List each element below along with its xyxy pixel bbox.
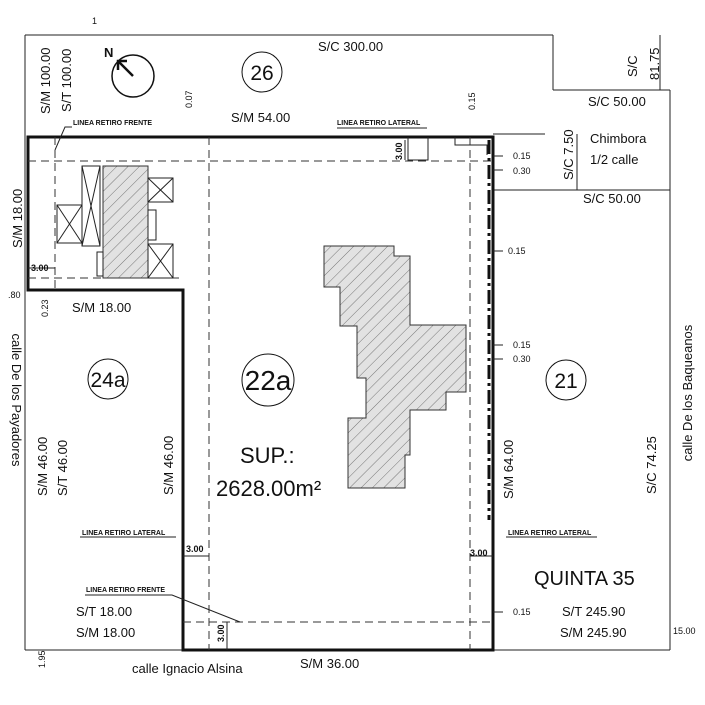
setback-lateral-left: LINEA RETIRO LATERAL	[82, 530, 166, 537]
dim-sm36: S/M 36.00	[300, 656, 359, 671]
lot-21-circle	[545, 359, 587, 401]
setback-dim-marks	[28, 140, 493, 650]
dim-sc50a: S/C 50.00	[588, 94, 646, 109]
dim-st46: S/T 46.00	[55, 440, 70, 496]
north-label: N	[104, 45, 113, 60]
north-circle	[111, 54, 155, 98]
dim-015-c: 0.15	[513, 340, 531, 350]
setback-lines	[28, 137, 493, 650]
dim-195: 1.95	[37, 650, 47, 668]
chimbora-line1: Chimbora	[590, 131, 647, 146]
setback-leaders	[54, 126, 597, 623]
street-alsina: calle Ignacio Alsina	[132, 661, 243, 676]
block-frame	[24, 34, 671, 651]
dim-sm46b: S/M 46.00	[161, 436, 176, 495]
dim-300-c: 3.00	[470, 548, 488, 558]
dim-sc74: S/C 74.25	[644, 436, 659, 494]
lot-26-label: 26	[250, 62, 273, 85]
lot-24a-circle	[87, 358, 129, 400]
dim-15: 15.00	[673, 626, 696, 636]
dim-st100: S/T 100.00	[59, 49, 74, 112]
right-ticks	[493, 155, 503, 613]
dim-st18: S/T 18.00	[76, 604, 132, 619]
setback-lateral-right: LINEA RETIRO LATERAL	[508, 530, 592, 537]
street-payadores: calle De los Payadores	[9, 334, 24, 467]
dim-sm100: S/M 100.00	[38, 48, 53, 115]
dim-sc50b: S/C 50.00	[583, 191, 641, 206]
lot-22a-label: 22a	[245, 365, 292, 396]
setback-frente-top: LINEA RETIRO FRENTE	[73, 120, 152, 127]
dim-sm18b: S/M 18.00	[76, 625, 135, 640]
chimbora-line2: 1/2 calle	[590, 152, 638, 167]
dim-sc81a: S/C	[625, 55, 640, 77]
dim-023: 0.23	[40, 299, 50, 317]
top-notches	[407, 137, 488, 161]
dim-300-a: 3.00	[31, 263, 49, 273]
quinta-label: QUINTA 35	[534, 568, 635, 590]
dim-015-d: 0.15	[513, 607, 531, 617]
dim-st245: S/T 245.90	[562, 604, 625, 619]
lot-22a-circle	[241, 353, 295, 407]
dim-030-b: 0.30	[513, 354, 531, 364]
dim-030-a: 0.30	[513, 166, 531, 176]
dim-sm46a: S/M 46.00	[35, 437, 50, 496]
lot-21-label: 21	[554, 370, 577, 393]
dim-80: .80	[8, 290, 21, 300]
dim-sc81b: 81.75	[647, 47, 662, 80]
dim-015-b: 0.15	[508, 246, 526, 256]
building-small	[102, 165, 149, 279]
dim-007: 0.07	[184, 90, 194, 108]
dim-sm54: S/M 54.00	[231, 110, 290, 125]
setback-frente-bottom: LINEA RETIRO FRENTE	[86, 587, 165, 594]
dim-sm245: S/M 245.90	[560, 625, 627, 640]
building-main	[323, 245, 467, 489]
dim-sm18h: S/M 18.00	[72, 300, 131, 315]
dim-300-e: 3.00	[216, 624, 226, 642]
dim-015-a: 0.15	[513, 151, 531, 161]
lot-24a-label: 24a	[90, 369, 125, 392]
lot-26-circle	[241, 51, 283, 93]
surface-label: SUP.:	[240, 443, 295, 468]
north-arrow: N	[104, 45, 155, 98]
surface-value: 2628.00m²	[216, 476, 321, 501]
dim-300-b: 3.00	[186, 544, 204, 554]
dim-sm18v: S/M 18.00	[10, 189, 25, 248]
street-baqueanos: calle De los Baqueanos	[680, 324, 695, 461]
dim-300-d: 3.00	[394, 142, 404, 160]
lot-22a-boundary	[26, 135, 495, 652]
crossed-boxes	[56, 165, 174, 279]
setback-lateral-top: LINEA RETIRO LATERAL	[337, 120, 421, 127]
dim-sm64: S/M 64.00	[501, 440, 516, 499]
dim-sc750: S/C 7.50	[561, 129, 576, 180]
dim-top-cut: 1	[92, 16, 97, 26]
dim-015-top: 0.15	[467, 92, 477, 110]
dim-sc300: S/C 300.00	[318, 39, 383, 54]
